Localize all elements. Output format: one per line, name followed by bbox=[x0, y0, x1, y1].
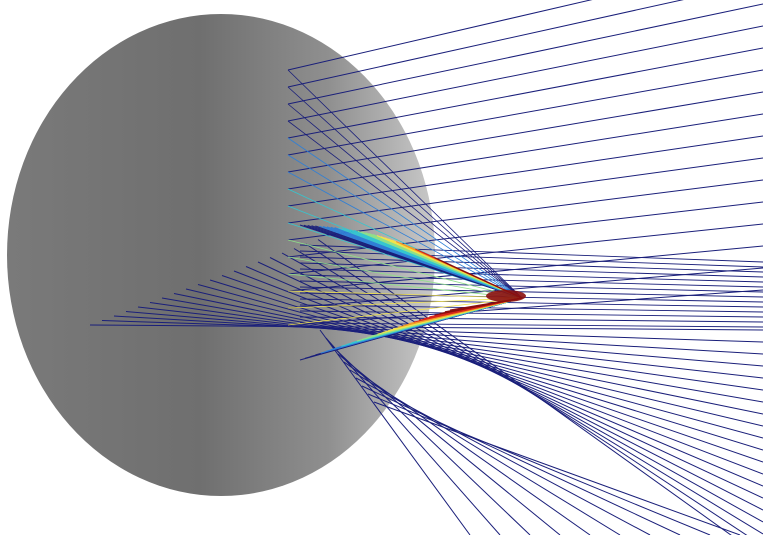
incident-ray bbox=[185, 288, 763, 427]
incident-ray bbox=[367, 393, 711, 535]
incident-ray bbox=[299, 268, 763, 283]
incident-ray bbox=[287, 157, 763, 224]
incident-ray bbox=[299, 256, 763, 273]
incident-ray bbox=[317, 239, 732, 535]
reflected-ray bbox=[287, 297, 523, 309]
incident-ray bbox=[287, 113, 763, 190]
incident-ray bbox=[287, 135, 763, 207]
incident-ray bbox=[113, 315, 763, 355]
incident-ray bbox=[349, 369, 621, 535]
reflected-ray bbox=[287, 120, 523, 299]
incident-ray bbox=[361, 385, 681, 535]
focal-spot bbox=[486, 290, 526, 302]
incident-rays bbox=[89, 0, 763, 535]
incident-ray bbox=[299, 304, 763, 313]
reflected-ray bbox=[287, 86, 523, 299]
incident-ray bbox=[287, 245, 763, 292]
incident-ray bbox=[299, 310, 763, 318]
reflected-ray bbox=[287, 137, 523, 299]
reflected-ray bbox=[287, 239, 523, 299]
reflected-ray bbox=[287, 273, 523, 299]
incident-ray bbox=[209, 279, 763, 451]
incident-ray bbox=[125, 311, 763, 367]
incident-ray bbox=[325, 337, 501, 535]
incident-ray bbox=[173, 293, 763, 415]
reflected-ray bbox=[287, 69, 523, 299]
incident-ray bbox=[299, 286, 763, 298]
reflected-ray bbox=[287, 171, 523, 299]
incident-ray bbox=[299, 292, 763, 303]
incident-ray bbox=[299, 316, 763, 323]
incident-ray bbox=[319, 329, 471, 535]
reflected-ray bbox=[287, 290, 523, 299]
incident-ray bbox=[137, 306, 763, 379]
incident-ray bbox=[299, 274, 763, 288]
incident-ray bbox=[149, 302, 763, 391]
incident-ray bbox=[197, 284, 763, 439]
incident-ray bbox=[355, 377, 651, 535]
incident-ray bbox=[101, 320, 763, 343]
incident-ray bbox=[287, 223, 763, 275]
incident-ray bbox=[331, 345, 531, 535]
reflective-disk bbox=[7, 14, 435, 496]
incident-ray bbox=[287, 69, 763, 156]
reflected-ray bbox=[287, 297, 523, 326]
incident-ray bbox=[287, 289, 763, 326]
reflected-ray bbox=[287, 103, 523, 299]
reflected-ray bbox=[287, 154, 523, 299]
incident-ray bbox=[89, 324, 763, 331]
incident-ray bbox=[287, 47, 763, 139]
reflected-ray bbox=[287, 256, 523, 299]
incident-ray bbox=[287, 25, 763, 122]
incident-ray bbox=[287, 3, 763, 105]
incident-ray bbox=[299, 298, 763, 308]
focused-rays bbox=[287, 69, 523, 361]
incident-ray bbox=[287, 179, 763, 241]
incident-ray bbox=[373, 401, 741, 535]
incident-ray bbox=[299, 250, 763, 268]
incident-ray bbox=[287, 0, 593, 71]
incident-ray bbox=[161, 297, 763, 403]
incident-ray bbox=[299, 322, 763, 328]
incident-ray bbox=[299, 262, 763, 278]
incident-ray bbox=[287, 0, 684, 88]
